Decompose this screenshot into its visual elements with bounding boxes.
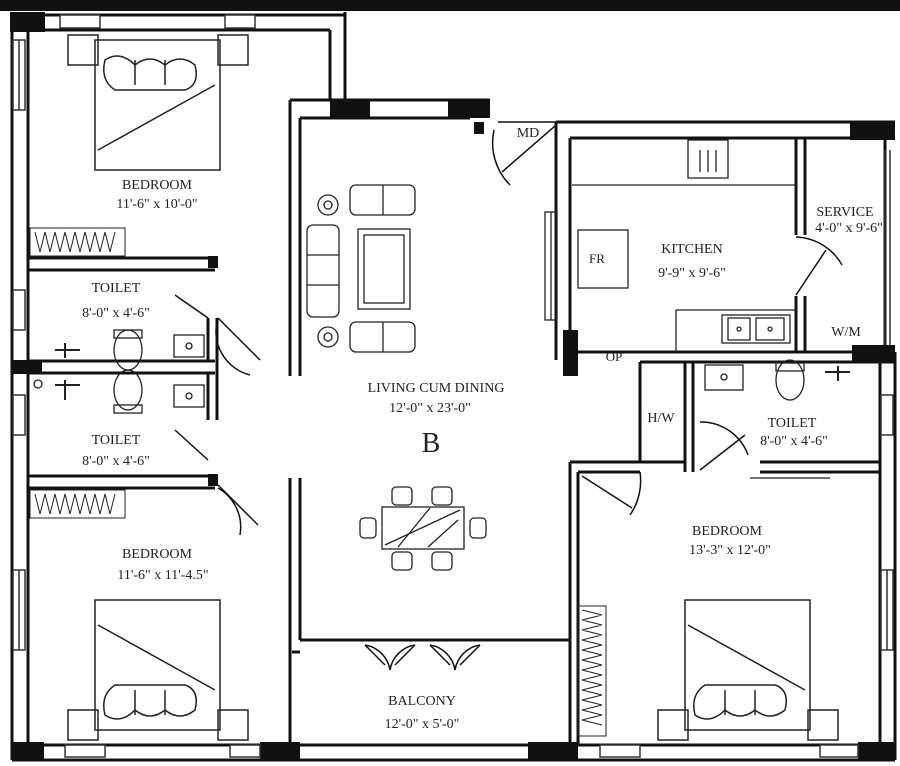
kitchen-fixtures (544, 139, 796, 352)
room-name-bedroom-top-left: BEDROOM (122, 178, 193, 193)
room-name-service: SERVICE (816, 205, 873, 220)
bed-bottom-left (67, 599, 249, 741)
toilet-fixtures-right (704, 359, 850, 479)
opening-tag: OP (606, 349, 623, 364)
sofa-set (306, 184, 416, 353)
room-name-balcony: BALCONY (388, 694, 456, 709)
columns (10, 12, 895, 760)
top-border-band (0, 0, 900, 11)
room-size-bedroom-right: 13'-3" x 12'-0" (689, 543, 771, 558)
doors (174, 121, 843, 671)
main-door-tag: MD (517, 126, 540, 141)
fridge-tag: FR (589, 251, 605, 266)
room-labels: BEDROOM 11'-6" x 10'-0" TOILET 8'-0" x 4… (82, 178, 883, 732)
dining-table (359, 486, 487, 571)
room-size-bedroom-top-left: 11'-6" x 10'-0" (116, 197, 197, 212)
block-letter: B (422, 428, 441, 459)
room-name-living-dining: LIVING CUM DINING (368, 381, 505, 396)
room-size-toilet-lower-left: 8'-0" x 4'-6" (82, 454, 150, 469)
room-size-toilet-upper-left: 8'-0" x 4'-6" (82, 306, 150, 321)
room-size-service: 4'-0" x 9'-6" (815, 221, 883, 236)
bed-right (657, 599, 839, 741)
fixture-tags: MD FR W/M OP H/W (517, 126, 862, 426)
room-name-bedroom-right: BEDROOM (692, 524, 763, 539)
washing-machine-tag: W/M (831, 325, 861, 340)
room-size-living-dining: 12'-0" x 23'-0" (389, 401, 471, 416)
wardrobe-bottom-left (29, 489, 126, 519)
room-name-toilet-right: TOILET (768, 416, 817, 431)
room-size-toilet-right: 8'-0" x 4'-6" (760, 434, 828, 449)
wardrobe-right (577, 605, 607, 737)
bed-top-left (67, 34, 249, 171)
toilet-fixtures-left (33, 329, 205, 414)
room-name-toilet-lower-left: TOILET (92, 433, 141, 448)
wardrobe-top-left (29, 227, 126, 257)
room-name-kitchen: KITCHEN (661, 242, 722, 257)
room-size-balcony: 12'-0" x 5'-0" (385, 717, 460, 732)
walls (10, 12, 897, 762)
room-size-kitchen: 9'-9" x 9'-6" (658, 266, 726, 281)
room-name-toilet-upper-left: TOILET (92, 281, 141, 296)
hot-water-tag: H/W (647, 411, 675, 426)
room-size-bedroom-bottom-left: 11'-6" x 11'-4.5" (117, 568, 208, 583)
room-name-bedroom-bottom-left: BEDROOM (122, 547, 193, 562)
windows (12, 14, 894, 758)
